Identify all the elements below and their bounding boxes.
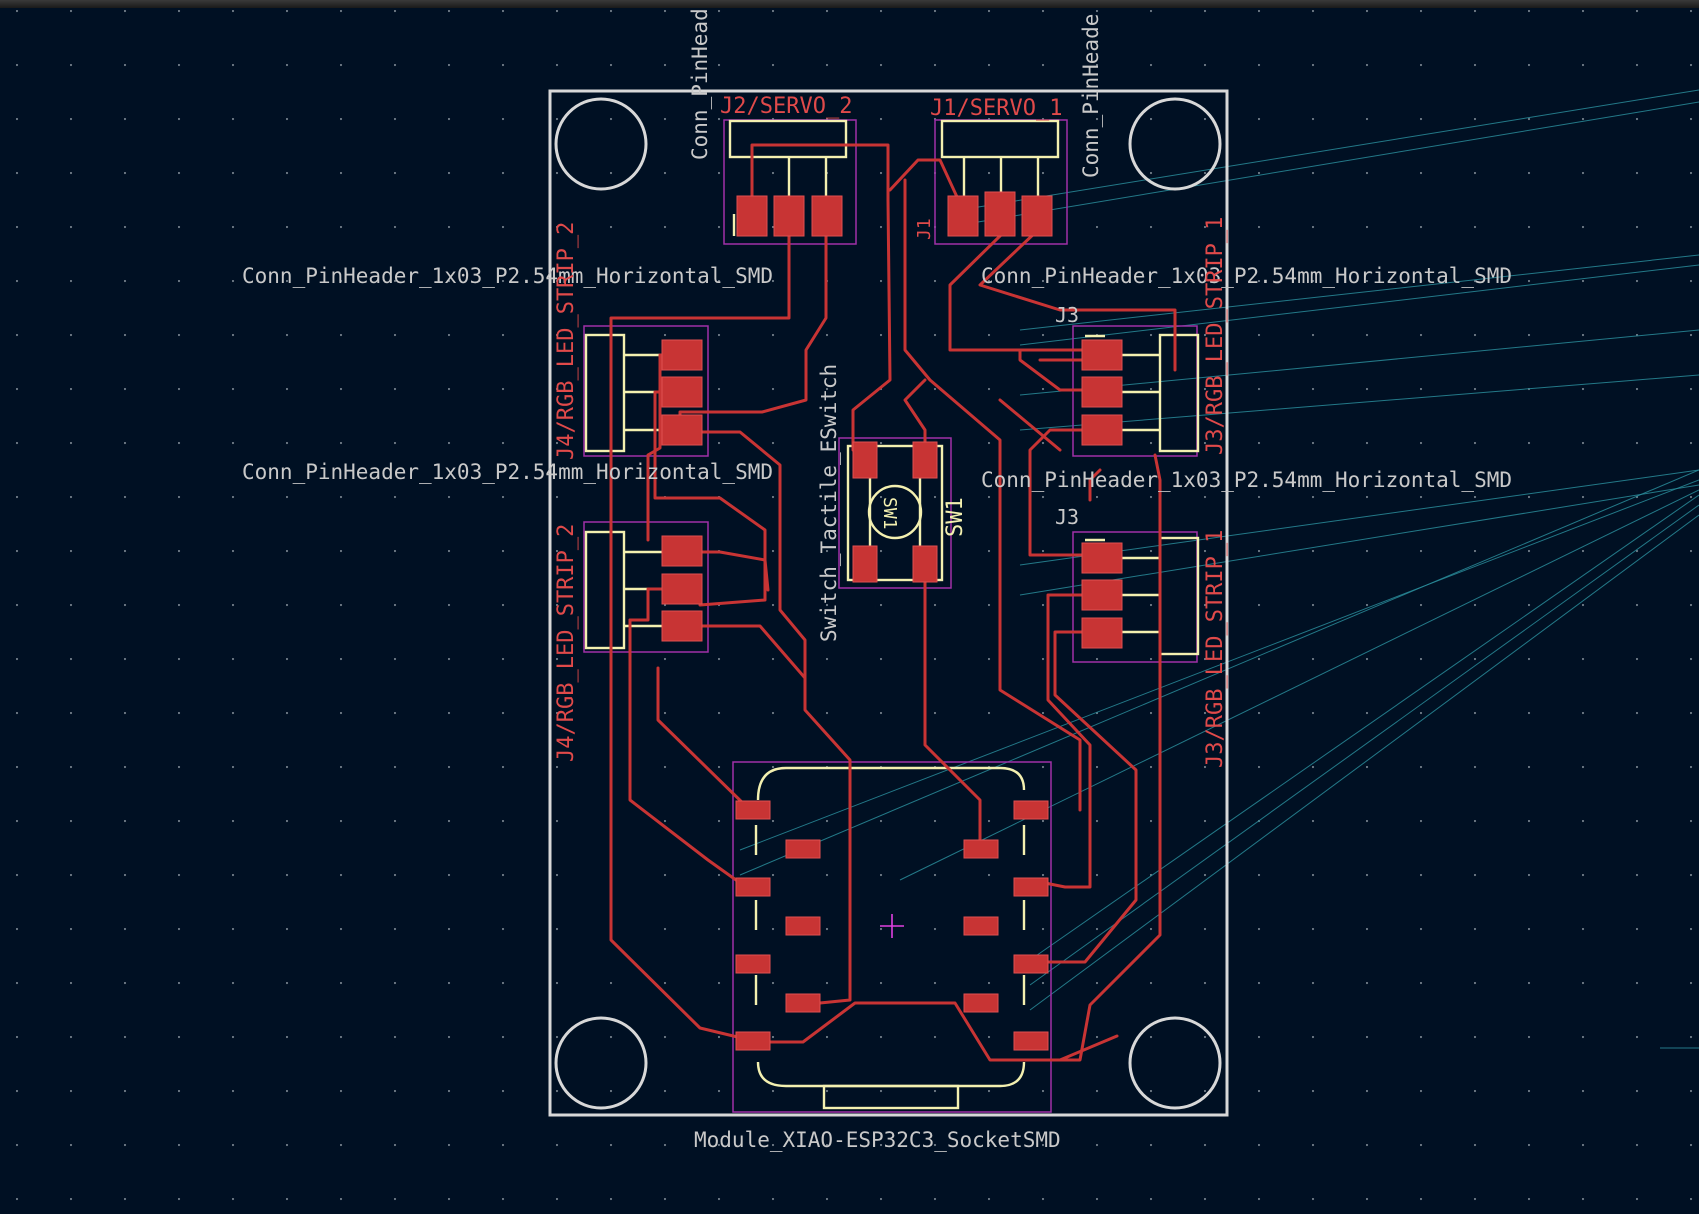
ratsnest-lines <box>739 89 1699 1049</box>
j4-upper-reference[interactable]: J4/RGB_LED_STRIP_2 <box>554 222 579 460</box>
sw1-reference[interactable]: SW1 <box>943 497 968 537</box>
mounting-hole-bottom-right <box>1128 1016 1222 1110</box>
footprint-anchor-icon <box>880 914 904 938</box>
j3-upper-reference[interactable]: J3/RGB_LED_STRIP_1 <box>1203 217 1228 455</box>
j2-value-vertical[interactable]: Conn_PinHead <box>688 8 712 160</box>
sw1-body-label: SW1 <box>879 497 900 530</box>
j2-value[interactable]: Conn_PinHeader_1x03_P2.54mm_Horizontal_S… <box>242 264 773 288</box>
copper-traces <box>609 143 1177 1062</box>
xiao-value[interactable]: Module_XIAO-ESP32C3_SocketSMD <box>694 1128 1061 1152</box>
j1-value-vertical[interactable]: Conn_PinHeade <box>1079 14 1103 178</box>
j3-lower-reference[interactable]: J3/RGB_LED_STRIP_1 <box>1203 530 1228 768</box>
j1-reference[interactable]: J1/SERVO_1 <box>930 96 1062 121</box>
j2-reference[interactable]: J2/SERVO_2 <box>720 94 852 119</box>
mounting-hole-top-left <box>554 97 648 191</box>
j4-value[interactable]: Conn_PinHeader_1x03_P2.54mm_Horizontal_S… <box>242 460 773 484</box>
j1-small-reference[interactable]: J1 <box>914 218 935 240</box>
j3-lower-small-reference[interactable]: J3 <box>1055 505 1079 529</box>
mounting-hole-bottom-left <box>554 1016 648 1110</box>
j4-lower-reference[interactable]: J4/RGB_LED_STRIP_2 <box>554 524 579 762</box>
j3-value[interactable]: Conn_PinHeader_1x03_P2.54mm_Horizontal_S… <box>981 468 1512 492</box>
mounting-hole-top-right <box>1128 97 1222 191</box>
j1-value[interactable]: Conn_PinHeader_1x03_P2.54mm_Horizontal_S… <box>981 264 1512 288</box>
j3-upper-small-reference[interactable]: J3 <box>1055 303 1079 327</box>
silkscreen-outlines <box>584 119 1200 1110</box>
board-outline <box>548 89 1229 1117</box>
pads <box>661 191 1123 1051</box>
sw1-value[interactable]: Switch_Tactile_ESwitch <box>817 364 841 642</box>
